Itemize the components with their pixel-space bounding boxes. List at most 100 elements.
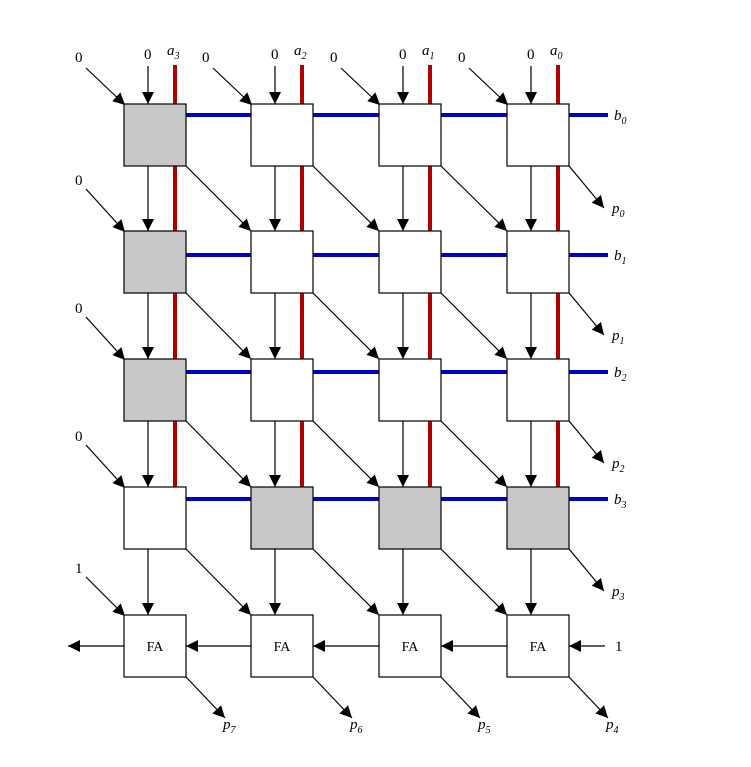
product-label-bottom: p7: [222, 717, 237, 736]
b-input-label-subscript: 0: [622, 116, 627, 127]
zero-diag-input: 0: [458, 50, 466, 66]
and-cell: [506, 230, 570, 294]
product-output-arrow: [568, 548, 605, 592]
a-input-label-letter: a: [294, 43, 302, 59]
product-label-right-subscript: 3: [619, 592, 625, 603]
b-input-label-subscript: 1: [622, 256, 627, 267]
one-left-input: 1: [75, 561, 83, 577]
b-input-label-subscript: 2: [622, 373, 627, 384]
diagonal-connection: [312, 165, 380, 232]
and-cell: [250, 230, 314, 294]
b-input-label-letter: b: [614, 248, 622, 264]
shaded-and-cell: [506, 486, 570, 550]
product-output-arrow: [568, 165, 605, 209]
and-cell: [123, 486, 187, 550]
and-cell: [506, 358, 570, 422]
product-label-right: p2: [611, 456, 625, 475]
full-adder-label: FA: [530, 640, 548, 655]
product-label-right-subscript: 1: [620, 336, 625, 347]
product-label-bottom-subscript: 4: [614, 725, 619, 736]
one-right-input: 1: [615, 639, 623, 655]
a-input-label-letter: a: [167, 43, 175, 59]
product-label-bottom-subscript: 7: [231, 725, 237, 736]
diagonal-connection: [185, 165, 252, 232]
full-adder-box: [506, 614, 570, 678]
product-label-bottom-letter: p: [349, 717, 358, 733]
product-label-right-letter: p: [611, 584, 620, 600]
product-label-bottom: p5: [477, 717, 491, 736]
a-input-label-subscript: 0: [558, 51, 563, 62]
a-input-label: a0: [550, 43, 563, 62]
product-output-arrow: [568, 292, 605, 336]
a-input-label: a1: [422, 43, 435, 62]
zero-vertical-input: 0: [527, 47, 535, 63]
diagonal-connection: [440, 548, 508, 616]
carry-in-arrow-left: [85, 188, 126, 233]
product-label-right-subscript: 0: [620, 209, 625, 220]
product-label-right-letter: p: [611, 328, 620, 344]
zero-diag-input: 0: [330, 50, 338, 66]
shaded-and-cell: [378, 486, 442, 550]
shaded-and-cell: [250, 486, 314, 550]
fa-carry-in-arrow: [85, 576, 126, 617]
fa-sum-output-arrow: [312, 676, 353, 719]
b-input-label: b0: [614, 108, 627, 127]
product-label-bottom-subscript: 6: [358, 725, 363, 736]
b-input-label: b1: [614, 248, 627, 267]
fa-sum-output-arrow: [185, 676, 226, 719]
zero-vertical-input: 0: [399, 47, 407, 63]
product-label-right-letter: p: [611, 456, 620, 472]
zero-diag-input: 0: [75, 50, 83, 66]
diagonal-connection: [440, 292, 508, 360]
full-adder-label: FA: [147, 640, 165, 655]
carry-in-arrow-top: [340, 67, 381, 106]
product-label-bottom-letter: p: [222, 717, 231, 733]
and-cell: [378, 230, 442, 294]
diagonal-connection: [312, 292, 380, 360]
and-cell: [506, 103, 570, 167]
diagonal-connection: [185, 420, 252, 488]
product-label-bottom-letter: p: [605, 717, 614, 733]
product-label-bottom: p4: [605, 717, 619, 736]
diagonal-connection: [440, 420, 508, 488]
b-input-label: b2: [614, 365, 627, 384]
full-adder-box: [378, 614, 442, 678]
shaded-and-cell: [123, 358, 187, 422]
diagonal-connection: [185, 548, 252, 616]
a-input-label-subscript: 1: [430, 51, 435, 62]
a-input-label-subscript: 3: [174, 51, 180, 62]
diagonal-connection: [312, 420, 380, 488]
diagonal-connection: [312, 548, 380, 616]
b-input-label: b3: [614, 492, 627, 511]
shaded-and-cell: [123, 230, 187, 294]
product-label-right: p1: [611, 328, 625, 347]
shaded-and-cell: [123, 103, 187, 167]
product-label-bottom-letter: p: [477, 717, 486, 733]
b-input-label-letter: b: [614, 492, 622, 508]
full-adder-box: [123, 614, 187, 678]
b-input-label-subscript: 3: [621, 500, 627, 511]
and-cell: [378, 358, 442, 422]
product-label-right-letter: p: [611, 201, 620, 217]
zero-diag-input: 0: [202, 50, 210, 66]
carry-in-arrow-top: [468, 67, 509, 106]
b-input-label-letter: b: [614, 365, 622, 381]
zero-left-input: 0: [75, 429, 83, 445]
a-input-label-letter: a: [550, 43, 558, 59]
a-input-label: a2: [294, 43, 307, 62]
product-output-arrow: [568, 420, 605, 464]
carry-in-arrow-top: [212, 67, 253, 106]
zero-vertical-input: 0: [271, 47, 279, 63]
diagonal-connection: [185, 292, 252, 360]
fa-sum-output-arrow: [440, 676, 481, 719]
zero-left-input: 0: [75, 173, 83, 189]
full-adder-label: FA: [402, 640, 420, 655]
a-input-label-letter: a: [422, 43, 430, 59]
and-cell: [250, 358, 314, 422]
connection-arrows: [68, 66, 609, 719]
and-cell: [378, 103, 442, 167]
b-input-label-letter: b: [614, 108, 622, 124]
product-label-right-subscript: 2: [620, 464, 625, 475]
product-label-bottom-subscript: 5: [486, 725, 491, 736]
